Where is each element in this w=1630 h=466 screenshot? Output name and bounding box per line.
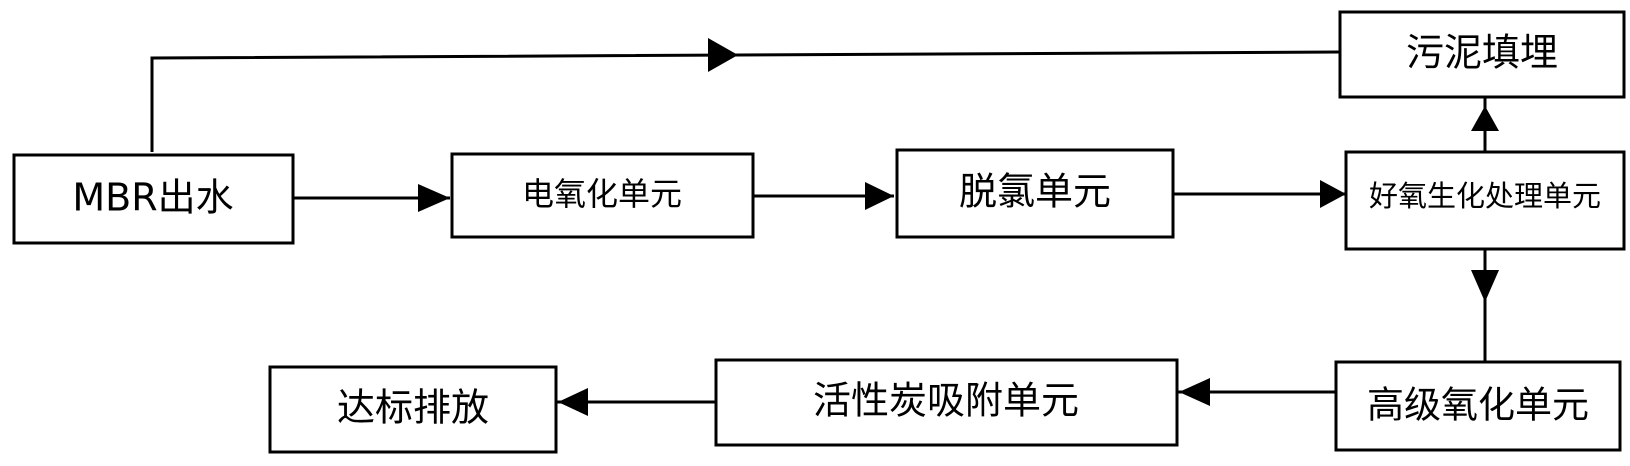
node-aerobic-bio-label: 好氧生化处理单元 — [1369, 179, 1601, 213]
node-dechlorination: 脱氯单元 — [895, 148, 1175, 239]
edge-advanced-oxidation-to-activated-carbon — [1177, 378, 1336, 406]
node-dechlorination-label: 脱氯单元 — [959, 170, 1111, 214]
edge-activated-carbon-to-discharge — [557, 388, 716, 416]
edge-aerobic-bio-to-advanced-oxidation — [1471, 250, 1499, 362]
node-advanced-oxidation-label: 高级氧化单元 — [1367, 384, 1589, 427]
edge-aerobic-bio-to-sludge-landfill — [1471, 97, 1499, 152]
node-electro-oxidation-label: 电氧化单元 — [522, 175, 682, 213]
node-discharge-label: 达标排放 — [337, 386, 489, 430]
node-aerobic-bio: 好氧生化处理单元 — [1344, 150, 1626, 251]
edge-mbr-to-electro-oxidation — [293, 184, 450, 212]
edge-dechlorination-to-aerobic-bio — [1173, 180, 1346, 208]
node-activated-carbon: 活性炭吸附单元 — [714, 358, 1179, 447]
edge-electro-oxidation-to-dechlorination — [753, 182, 894, 210]
node-sludge-landfill: 污泥填埋 — [1338, 10, 1626, 99]
node-mbr-effluent: MBR出水 — [12, 153, 295, 245]
node-discharge: 达标排放 — [268, 365, 558, 454]
node-mbr-effluent-label: MBR出水 — [72, 176, 233, 220]
node-sludge-landfill-label: 污泥填埋 — [1406, 31, 1558, 75]
node-advanced-oxidation: 高级氧化单元 — [1334, 360, 1622, 452]
node-electro-oxidation: 电氧化单元 — [450, 152, 755, 239]
edge-mbr-to-sludge-landfill — [150, 38, 1341, 152]
node-activated-carbon-label: 活性炭吸附单元 — [813, 379, 1079, 423]
